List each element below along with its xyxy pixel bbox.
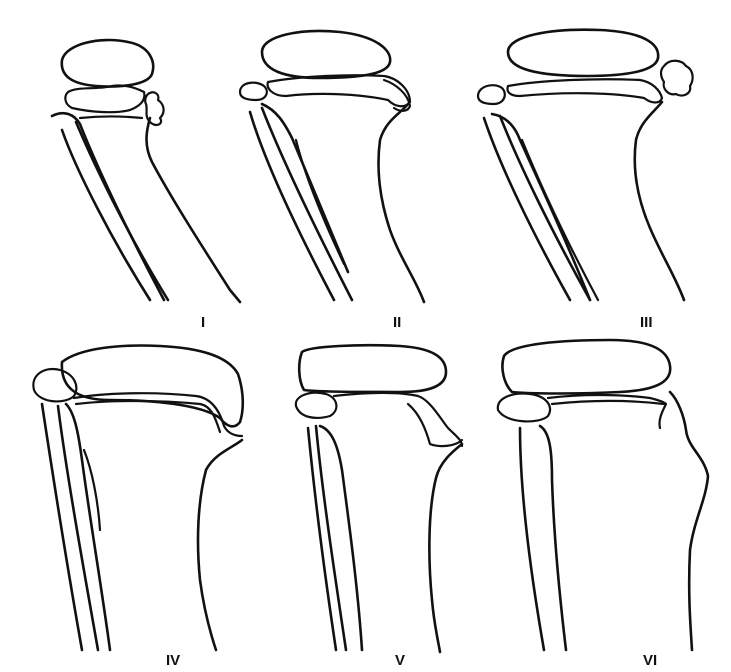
panel-6: VI — [498, 340, 708, 669]
tibia-anterior-outline — [429, 444, 462, 652]
tibia-epiphysis-outline — [268, 75, 410, 106]
panel-2: II — [240, 31, 424, 331]
tibia-anterior-outline — [147, 118, 241, 302]
fibula-outline — [250, 108, 352, 300]
ossicle-fragment — [661, 61, 693, 96]
fibula-head-outline — [296, 393, 337, 418]
stage-label: II — [393, 314, 401, 331]
fibula-outline — [62, 122, 168, 300]
tibia-inner-outline — [522, 140, 598, 300]
panel-1: I — [52, 40, 240, 331]
panel-4: IV — [33, 346, 242, 669]
fibula-head-outline — [33, 369, 76, 401]
tibia-plateau-line — [552, 401, 664, 404]
fibula-outline — [42, 404, 98, 650]
tibia-epiphysis-outline — [334, 393, 462, 446]
stage-label: V — [395, 652, 405, 669]
tibia-anterior-outline — [670, 392, 708, 650]
tibia-epiphysis-outline — [508, 79, 663, 102]
panel-3: III — [478, 30, 693, 331]
stage-label: IV — [166, 652, 180, 669]
panel-5: V — [296, 345, 462, 669]
patella-outline — [502, 340, 670, 394]
tibia-anterior-outline — [378, 104, 424, 302]
tibia-plateau-line — [80, 117, 142, 119]
patella-outline — [262, 31, 390, 78]
stage-label: III — [640, 314, 653, 331]
patella-outline — [299, 345, 446, 392]
tibia-anterior-outline — [635, 102, 684, 300]
patella-outline — [62, 346, 243, 427]
fibula-outline — [484, 116, 590, 300]
stage-label: VI — [643, 652, 657, 669]
tibia-anterior-outline — [198, 440, 242, 650]
fibula-head-outline — [478, 85, 505, 104]
stage-label: I — [201, 314, 205, 331]
tibia-posterior-outline — [540, 426, 566, 650]
fibula-head-outline — [498, 394, 550, 422]
tibia-posterior-outline — [66, 404, 110, 650]
patella-outline — [508, 30, 658, 76]
tibia-plateau-line — [76, 401, 220, 432]
fibula-head-outline — [240, 83, 267, 100]
patella-outline — [62, 40, 153, 86]
tibia-epiphysis-outline — [65, 85, 144, 112]
ossicle-fragment — [145, 92, 163, 125]
fibula-outline — [520, 428, 544, 650]
